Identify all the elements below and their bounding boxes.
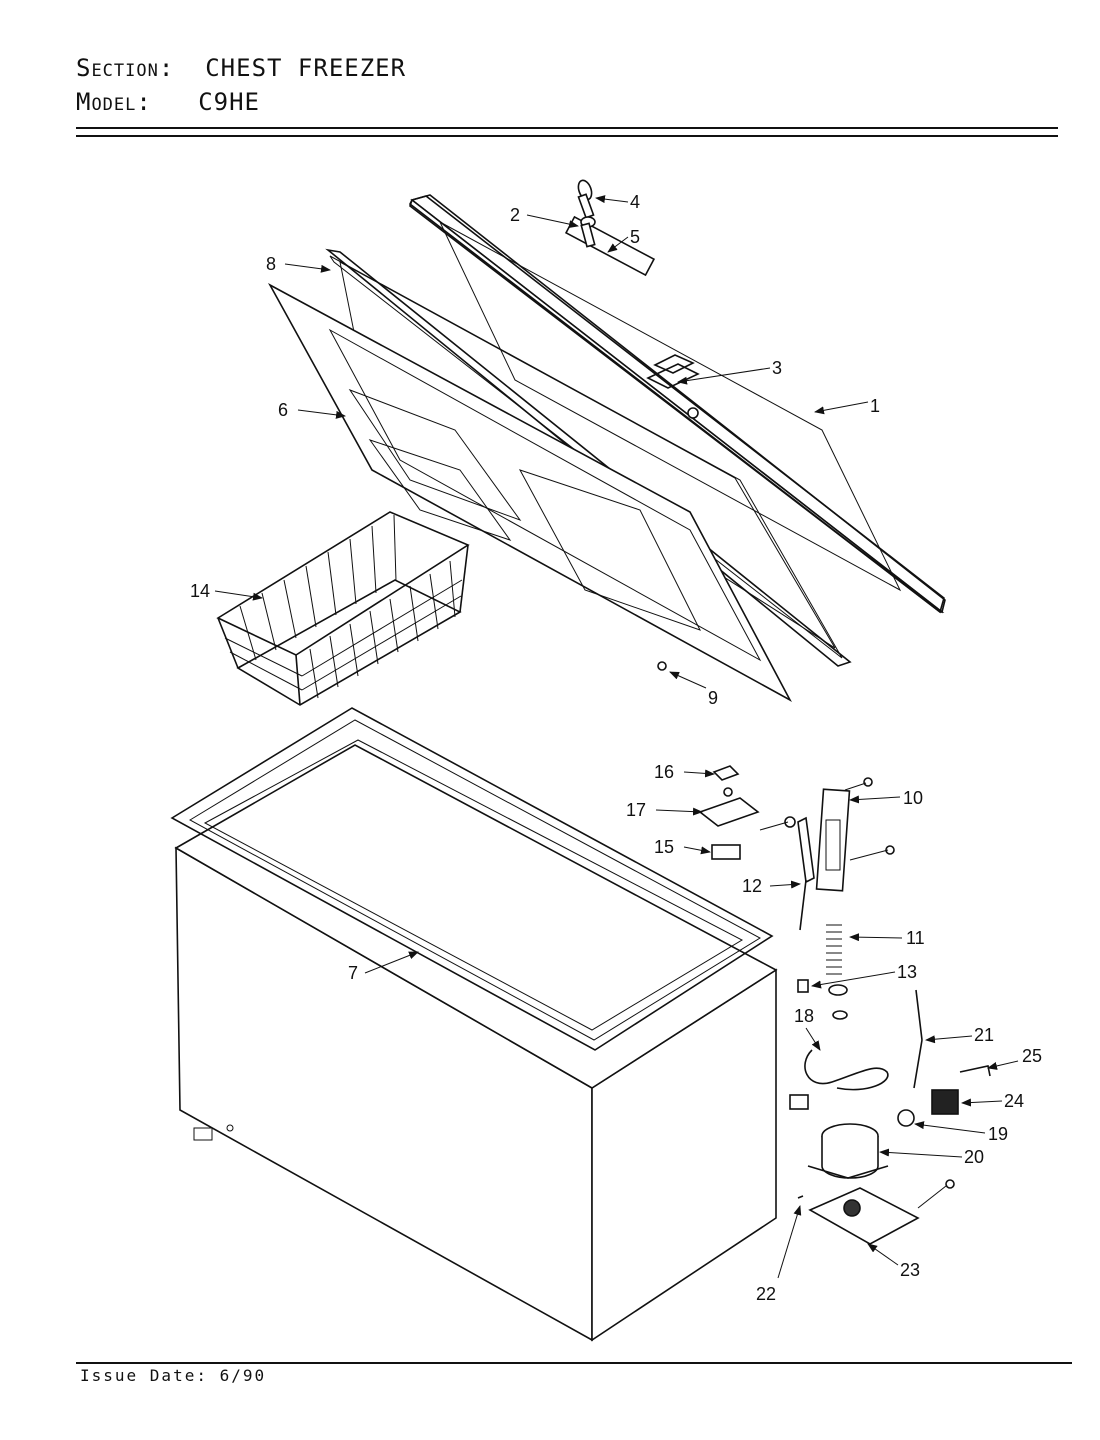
callout-10: 10 bbox=[903, 788, 923, 808]
callout-11: 11 bbox=[906, 928, 925, 948]
callout-4: 4 bbox=[630, 192, 640, 212]
lock-assembly bbox=[564, 179, 656, 277]
callout-22: 22 bbox=[756, 1284, 776, 1304]
callout-24: 24 bbox=[1004, 1091, 1024, 1111]
wire-basket bbox=[216, 511, 470, 706]
issue-date-label: Issue Date: bbox=[80, 1366, 208, 1385]
header-rule-top bbox=[76, 127, 1058, 129]
callout-25: 25 bbox=[1022, 1046, 1042, 1066]
callout-21: 21 bbox=[974, 1025, 994, 1045]
section-heading: Section: CHEST FREEZER bbox=[76, 54, 406, 82]
section-label: Section: bbox=[76, 54, 175, 82]
callout-6: 6 bbox=[278, 400, 288, 420]
lid-liner-panel bbox=[267, 283, 792, 702]
callout-5: 5 bbox=[630, 227, 640, 247]
cabinet-hinge-assembly bbox=[797, 777, 895, 1020]
callout-leaders bbox=[214, 195, 1019, 1279]
callout-20: 20 bbox=[964, 1147, 984, 1167]
callout-15: 15 bbox=[654, 837, 674, 857]
callout-9: 9 bbox=[708, 688, 718, 708]
freezer-cabinet bbox=[170, 707, 778, 1342]
model-label: Model: bbox=[76, 88, 152, 116]
callout-7: 7 bbox=[348, 963, 358, 983]
callout-14: 14 bbox=[190, 581, 210, 601]
callout-16: 16 bbox=[654, 762, 674, 782]
lid-switch-hardware bbox=[698, 765, 796, 860]
callout-13: 13 bbox=[897, 962, 917, 982]
header-rule-bottom bbox=[76, 135, 1058, 137]
lid-hinge-bracket bbox=[646, 354, 700, 419]
footer-rule bbox=[76, 1362, 1072, 1364]
section-value: CHEST FREEZER bbox=[205, 54, 407, 82]
issue-date-value: 6/90 bbox=[219, 1366, 267, 1385]
model-value: C9HE bbox=[198, 88, 260, 116]
callout-23: 23 bbox=[900, 1260, 920, 1280]
callout-17: 17 bbox=[626, 800, 646, 820]
callout-8: 8 bbox=[266, 254, 276, 274]
lid-outer-panel bbox=[408, 194, 946, 614]
callout-labels: 1 2 3 4 5 6 7 8 9 10 11 12 13 14 15 16 1… bbox=[190, 192, 1042, 1304]
callout-18: 18 bbox=[794, 1006, 814, 1026]
callout-1: 1 bbox=[870, 396, 880, 416]
issue-date: Issue Date: 6/90 bbox=[80, 1366, 266, 1385]
callout-3: 3 bbox=[772, 358, 782, 378]
compressor-assembly bbox=[789, 989, 991, 1245]
model-heading: Model: C9HE bbox=[76, 88, 260, 116]
callout-12: 12 bbox=[742, 876, 762, 896]
callout-2: 2 bbox=[510, 205, 520, 225]
liner-screw bbox=[657, 661, 667, 671]
callout-19: 19 bbox=[988, 1124, 1008, 1144]
